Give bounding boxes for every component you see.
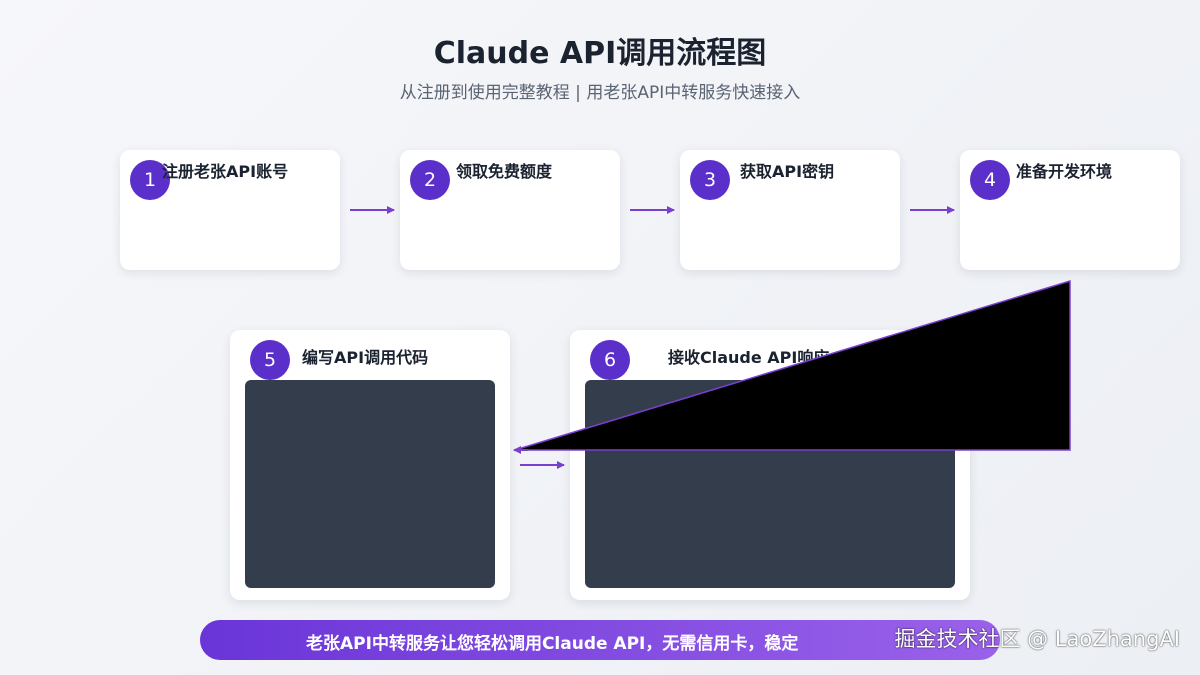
step-label: 编写API调用代码	[302, 348, 429, 367]
step-number-badge: 4	[970, 160, 1010, 200]
step-label: 领取免费额度	[456, 162, 553, 181]
step-card-3: 3 获取API密钥	[680, 150, 900, 270]
step-label: 准备开发环境	[1016, 162, 1113, 181]
step-card-1: 1 注册老张API账号	[120, 150, 340, 270]
step-number-badge: 3	[690, 160, 730, 200]
diagram-subtitle: 从注册到使用完整教程 | 用老张API中转服务快速接入	[399, 83, 801, 103]
step-label: 接收Claude API响应	[668, 348, 830, 367]
step-card-2: 2 领取免费额度	[400, 150, 620, 270]
diagram-title: Claude API调用流程图	[433, 36, 767, 71]
connector-wedge-4-to-5	[514, 279, 1071, 451]
step-number-badge: 2	[410, 160, 450, 200]
step-label: 获取API密钥	[740, 162, 835, 181]
step-label: 注册老张API账号	[162, 162, 289, 181]
step-number-badge: 6	[590, 340, 630, 380]
step-card-5: 5 编写API调用代码	[230, 330, 510, 600]
footer-banner-text: 老张API中转服务让您轻松调用Claude API，无需信用卡，稳定	[306, 634, 799, 654]
footer-banner: 老张API中转服务让您轻松调用Claude API，无需信用卡，稳定	[200, 620, 1000, 660]
step-number-badge: 5	[250, 340, 290, 380]
step-number-badge: 1	[130, 160, 170, 200]
step-card-4: 4 准备开发环境	[960, 150, 1180, 270]
code-panel	[245, 380, 495, 588]
watermark-text: 掘金技术社区 @ LaoZhangAI	[894, 627, 1180, 651]
